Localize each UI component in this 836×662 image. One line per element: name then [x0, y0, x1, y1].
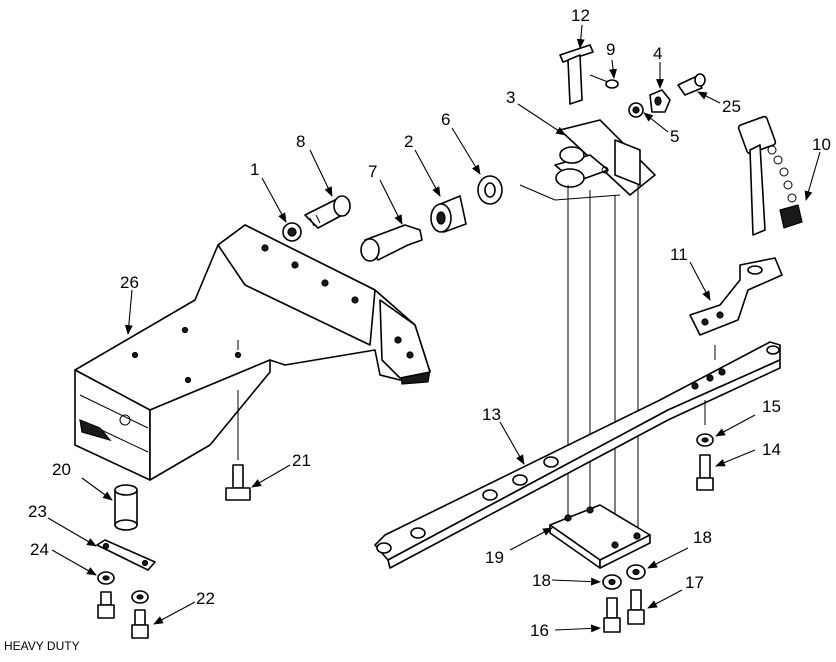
callout-9: 9 — [606, 40, 615, 59]
callout-6: 6 — [441, 110, 450, 129]
part-5-washer — [628, 102, 644, 118]
part-18-washer-left — [602, 574, 622, 590]
callout-23: 23 — [28, 502, 47, 521]
part-23-strap — [96, 539, 156, 571]
part-25-fitting — [677, 73, 706, 96]
callout-19: 19 — [485, 548, 504, 567]
part-22-washer — [131, 590, 149, 604]
part-17-bolt — [627, 589, 645, 625]
callout-11: 11 — [670, 245, 688, 264]
callout-13: 13 — [482, 405, 501, 424]
callout-24: 24 — [30, 540, 49, 559]
part-14-bolt — [696, 454, 714, 491]
part-15-washer — [696, 433, 714, 447]
callout-15: 15 — [762, 397, 781, 416]
part-20-bushing — [114, 484, 138, 531]
part-3-hitch-bracket — [519, 119, 656, 540]
callout-17: 17 — [685, 573, 704, 592]
callout-14: 14 — [762, 440, 781, 459]
diagram-caption: HEAVY DUTY — [4, 639, 80, 653]
callout-1: 1 — [250, 160, 259, 179]
callout-10: 10 — [812, 135, 831, 154]
callout-4: 4 — [653, 44, 662, 63]
callout-21: 21 — [292, 451, 311, 470]
callout-20: 20 — [52, 460, 71, 479]
callout-18-right: 18 — [693, 528, 712, 547]
callout-16: 16 — [530, 621, 549, 640]
part-24-washer — [97, 571, 115, 585]
part-2-bushing — [430, 195, 467, 233]
part-11-clevis — [689, 257, 783, 360]
part-24-bolt — [97, 591, 115, 619]
part-8-bolt — [304, 195, 351, 229]
callout-3: 3 — [506, 88, 515, 107]
callout-12: 12 — [571, 6, 590, 25]
part-16-bolt — [603, 597, 621, 633]
part-13-drawbar — [374, 341, 781, 569]
callout-7: 7 — [368, 162, 377, 181]
callout-leaders — [47, 24, 821, 633]
part-6-washer — [477, 175, 503, 205]
part-12-pin — [559, 44, 594, 105]
part-1-washer — [282, 222, 302, 242]
callout-2: 2 — [404, 132, 413, 151]
callout-25: 25 — [722, 97, 741, 116]
part-10-lock-pin — [737, 115, 803, 236]
part-22-bolt — [131, 609, 149, 639]
part-4-nut — [649, 89, 671, 113]
callout-8: 8 — [296, 132, 305, 151]
callout-26: 26 — [120, 273, 139, 292]
part-7-pin — [360, 224, 423, 262]
callout-18-left: 18 — [532, 571, 551, 590]
part-18-washer-right — [626, 564, 646, 580]
callout-22: 22 — [196, 589, 215, 608]
part-21-bolt — [225, 390, 251, 501]
part-19-plate — [549, 504, 651, 569]
part-26-bracket — [74, 224, 431, 481]
callout-5: 5 — [670, 127, 679, 146]
part-9-cotter — [589, 74, 619, 89]
callout-labels: 1 8 7 2 6 3 12 9 4 5 25 10 11 26 13 15 1… — [28, 6, 831, 640]
